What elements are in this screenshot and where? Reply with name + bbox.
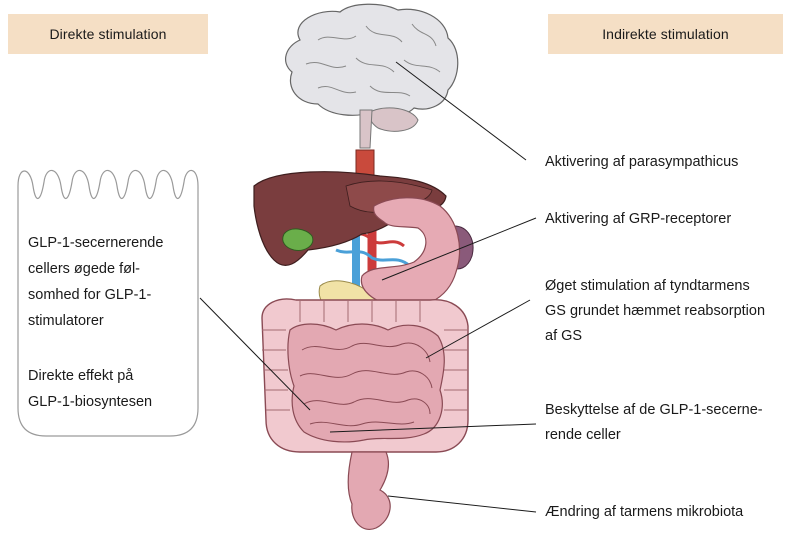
callout-effect-line: Direkte effekt på	[28, 363, 152, 389]
callout-effect-line: GLP-1-biosyntesen	[28, 389, 152, 415]
callout-line: somhed for GLP-1-	[28, 282, 163, 308]
callout-effect-block: Direkte effekt på GLP-1-biosyntesen	[28, 363, 152, 415]
small-intestine	[288, 324, 444, 442]
label-protection-line: rende celler	[545, 423, 763, 448]
rectum	[348, 452, 390, 529]
brainstem	[360, 110, 372, 148]
label-gs-line: Øget stimulation af tyndtarmens	[545, 274, 765, 299]
label-gs-line: af GS	[545, 324, 765, 349]
label-gs: Øget stimulation af tyndtarmens GS grund…	[545, 274, 765, 349]
label-grp: Aktivering af GRP-receptorer	[545, 207, 731, 232]
label-parasympathicus: Aktivering af parasympathicus	[545, 150, 738, 175]
pointer-microbiota	[388, 496, 536, 512]
label-microbiota: Ændring af tarmens mikrobiota	[545, 500, 743, 525]
callout-line: cellers øgede føl-	[28, 256, 163, 282]
callout-line: GLP-1-secernerende	[28, 230, 163, 256]
label-protection: Beskyttelse af de GLP-1-secerne- rende c…	[545, 398, 763, 448]
label-gs-line: GS grundet hæmmet reabsorption	[545, 299, 765, 324]
callout-text-block: GLP-1-secernerende cellers øgede føl- so…	[28, 230, 163, 334]
callout-line: stimulatorer	[28, 308, 163, 334]
label-protection-line: Beskyttelse af de GLP-1-secerne-	[545, 398, 763, 423]
pointer-parasympathicus	[396, 62, 526, 160]
gallbladder	[283, 229, 313, 250]
brain	[286, 4, 458, 116]
